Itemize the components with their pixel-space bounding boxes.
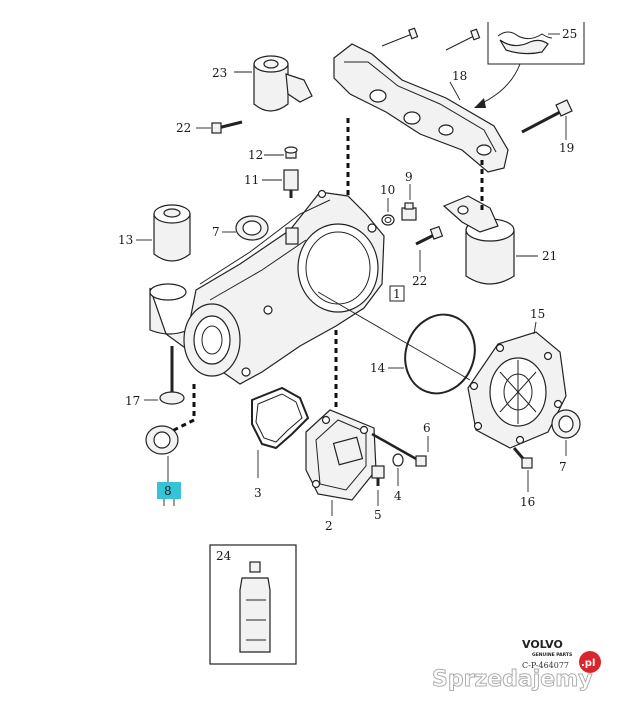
part-23-bushing: 23 [212,55,313,112]
watermark-text: Sprzedajemy [432,667,593,692]
callout-2: 2 [325,519,333,533]
callout-24: 24 [216,549,232,563]
callout-3: 3 [254,486,262,500]
brand-name: VOLVO [522,638,563,651]
callout-1-box: 1 [389,285,405,302]
part-code: C-P-464077 [522,661,569,670]
callout-11: 11 [244,173,259,187]
callout-15: 15 [530,307,545,321]
arrow-head [474,98,486,108]
callout-12: 12 [248,148,263,162]
part-16-bolt: 16 [512,447,535,509]
callout-23: 23 [212,66,227,80]
part-19-bolt: 19 [521,99,574,155]
callout-1: 1 [393,287,401,301]
callout-25: 25 [562,27,577,41]
part-14-oring: 14 [317,291,476,395]
part-11-sensor: 11 [244,169,299,198]
callout-9: 9 [405,170,413,184]
callout-17: 17 [125,394,140,408]
part-15-rear-cover: 15 [467,307,567,449]
part-8-seal: 8 [145,425,181,506]
part-12-plug: 12 [248,146,298,162]
watermark-badge [579,651,601,673]
brand-block: VOLVO GENUINE PARTS C-P-464077 [522,638,572,670]
part-2-actuator: 2 [305,409,377,533]
callout-5: 5 [374,508,382,522]
final-drive-housing [149,189,385,385]
callout-22-right: 22 [412,274,427,288]
part-22-bolt-upper: 22 [176,120,243,135]
callout-21: 21 [542,249,557,263]
callout-19: 19 [559,141,574,155]
callout-14: 14 [370,361,386,375]
callout-8-highlight [157,482,181,499]
part-5-fitting: 5 [371,465,385,522]
callout-8: 8 [164,484,172,498]
watermark: Sprzedajemy .pl [432,651,601,693]
callout-16: 16 [520,495,535,509]
part-7-seal-lower: 7 [551,409,581,474]
part-4-washer: 4 [392,453,404,503]
callout-22-upper: 22 [176,121,191,135]
callout-4: 4 [394,489,402,503]
part-24-oil-box: 24 [209,544,297,665]
part-7-seal-upper: 7 [212,215,269,241]
part-18-bracket: 18 [333,27,509,173]
part-21-bushing: 21 [442,195,557,285]
callout-13: 13 [118,233,133,247]
callout-6: 6 [423,421,431,435]
callout-10: 10 [380,183,395,197]
inset-detail-25: 25 [474,22,585,108]
part-9-plug: 9 [401,170,417,221]
part-6-bolt: 6 [371,421,431,467]
callout-7-upper: 7 [212,225,220,239]
part-13-bushing: 13 [118,204,191,262]
part-3-gasket: 3 [251,386,310,500]
part-10-washer: 10 [380,183,395,226]
watermark-suffix: .pl [581,658,595,669]
callout-7-lower: 7 [559,460,567,474]
assembly-line-seal [169,384,196,434]
callout-18: 18 [452,69,467,83]
part-22-bolt-right: 22 [412,225,444,288]
part-17-breather: 17 [125,346,185,408]
brand-tagline: GENUINE PARTS [532,652,572,658]
